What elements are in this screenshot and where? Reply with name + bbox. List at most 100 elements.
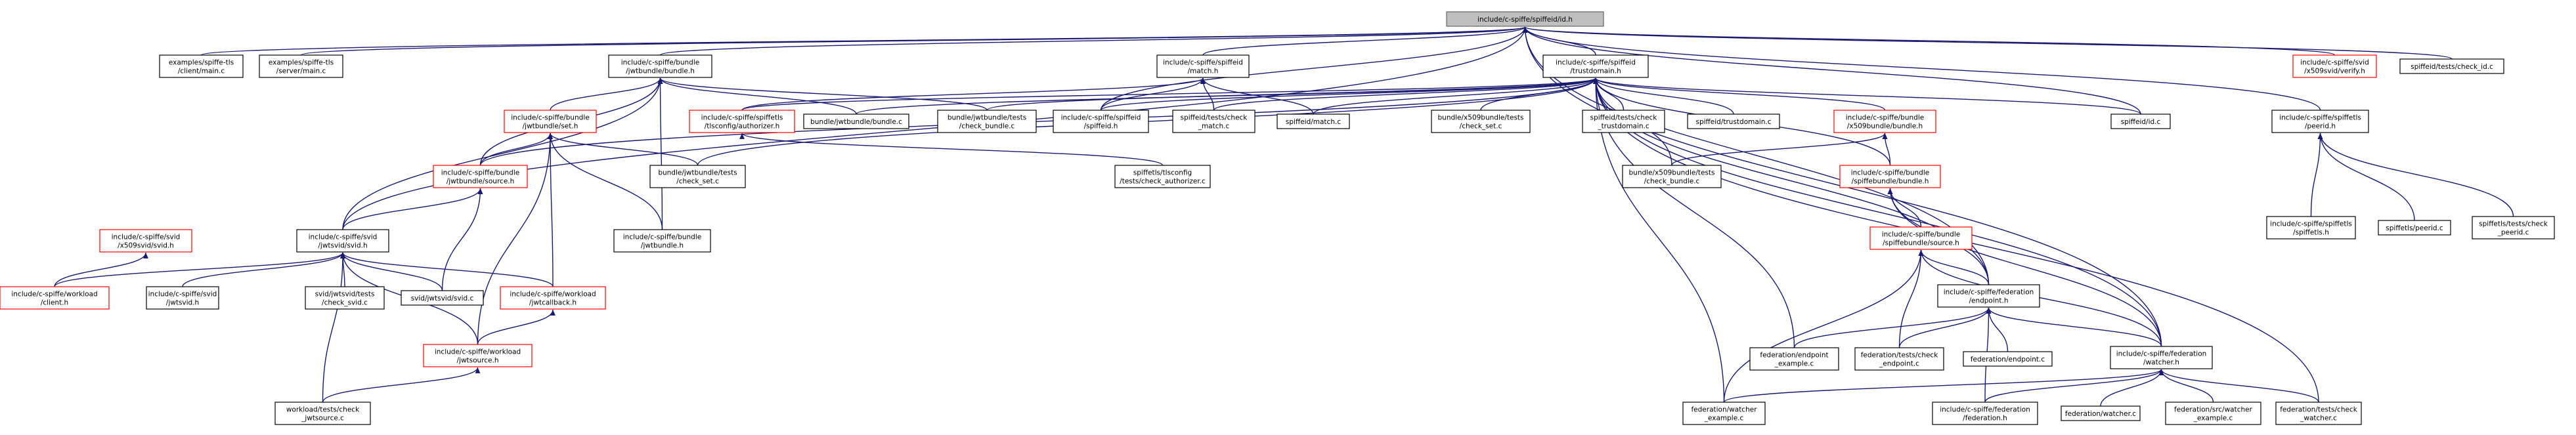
node-spiffebundle-h[interactable]: include/c-spiffe/bundle/spiffebundle/bun… <box>1839 165 1941 188</box>
node-label: include/c-spiffe/svid <box>309 234 378 241</box>
edge-check_watcher_c-to-watcher_h <box>2158 369 2319 403</box>
node-check-jwtsource-c[interactable]: workload/tests/check_jwtsource.c <box>274 402 371 425</box>
edge-watcher_h-to-endpoint_h <box>1986 307 2162 347</box>
edge-match_c-to-trustdomain_h <box>1313 77 1598 115</box>
node-ex-server[interactable]: examples/spiffe-tls/server/main.c <box>259 54 343 78</box>
node-spiffetls-h[interactable]: include/c-spiffe/spiffetls/spiffetls.h <box>2266 216 2356 239</box>
edge-federation_h-to-watcher_h <box>1984 369 2164 403</box>
node-label: /trustdomain.h <box>1570 68 1621 75</box>
edge-ex_server-to-root <box>300 26 1527 56</box>
node-box <box>1937 284 2040 308</box>
node-box <box>937 110 1037 133</box>
node-jwtbundle-set-h[interactable]: include/c-spiffe/bundle/jwtbundle/set.h <box>504 110 597 133</box>
node-jwtbundle-jwtbundle-h[interactable]: include/c-spiffe/bundle/jwtbundle.h <box>613 229 711 253</box>
node-x509bundle-h[interactable]: include/c-spiffe/bundle/x509bundle/bundl… <box>1833 110 1936 133</box>
node-check-watcher-c[interactable]: federation/tests/check_watcher.c <box>2275 402 2362 425</box>
node-check-id-c[interactable]: spiffeid/tests/check_id.c <box>2399 58 2504 74</box>
node-x509svid-verify-h[interactable]: include/c-spiffe/svid/x509svid/verify.h <box>2292 54 2377 78</box>
node-check-endpoint-c[interactable]: federation/tests/check_endpoint.c <box>1854 347 1944 371</box>
node-ex-client[interactable]: examples/spiffe-tls/client/main.c <box>159 54 244 78</box>
node-label: /tests/check_authorizer.c <box>1120 178 1206 186</box>
node-label: federation/endpoint <box>1760 352 1828 360</box>
node-match-c[interactable]: spiffeid/match.c <box>1277 114 1350 129</box>
node-root[interactable]: include/c-spiffe/spiffeid/id.h <box>1446 11 1604 27</box>
edge-watcher_example_c-to-trustdomain_h <box>1593 77 1725 403</box>
node-box <box>1446 11 1604 27</box>
node-id-c[interactable]: spiffeid/id.c <box>2110 114 2171 129</box>
edge-workload_client_h-to-x509svid_svid_h <box>54 252 148 287</box>
node-label: include/c-spiffe/spiffeid <box>1061 114 1141 122</box>
node-label: _example.c <box>1774 360 1814 368</box>
node-label: include/c-spiffe/spiffeid/id.h <box>1477 16 1573 24</box>
edge-id_c-to-trustdomain_h <box>1593 77 2141 115</box>
node-label: spiffeid/tests/check <box>1181 114 1248 122</box>
node-jwtsource-h[interactable]: include/c-spiffe/workload/jwtsource.h <box>423 344 533 367</box>
node-check-peerid-c[interactable]: spiffetls/tests/check_peerid.c <box>2472 216 2555 239</box>
node-box <box>2266 216 2356 239</box>
node-label: /spiffebundle/source.h <box>1883 239 1959 247</box>
node-box <box>2110 114 2171 129</box>
node-jwtsvid-h[interactable]: include/c-spiffe/svid/jwtsvid.h <box>146 286 219 310</box>
node-label: /server/main.c <box>276 68 326 75</box>
node-label: /x509svid/verify.h <box>2304 68 2365 75</box>
node-workload-client-h[interactable]: include/c-spiffe/workload/client.h <box>0 286 110 310</box>
node-watcher-c[interactable]: federation/watcher.c <box>2061 405 2141 421</box>
edge-match_c-to-match_h <box>1200 77 1314 115</box>
node-box <box>1869 226 1973 250</box>
node-box <box>2110 346 2213 369</box>
node-label: /check_bundle.c <box>1644 178 1700 186</box>
node-spiffeid-h[interactable]: include/c-spiffe/spiffeid/spiffeid.h <box>1053 110 1149 133</box>
node-endpoint-c[interactable]: federation/endpoint.c <box>1963 351 2053 367</box>
node-authorizer-h[interactable]: include/c-spiffe/spiffetls/tlsconfig/aut… <box>689 110 795 133</box>
node-check-match-c[interactable]: spiffeid/tests/check_match.c <box>1172 110 1255 133</box>
node-jwtbundle-h[interactable]: include/c-spiffe/bundle/jwtbundle/bundle… <box>608 54 712 78</box>
node-check-authorizer-c[interactable]: spiffetls/tlsconfig/tests/check_authoriz… <box>1114 165 1211 188</box>
node-box <box>1682 402 1766 425</box>
node-label: federation/watcher.c <box>2065 410 2136 418</box>
node-watcher-h[interactable]: include/c-spiffe/federation/watcher.h <box>2110 346 2213 369</box>
node-label: _example.c <box>1704 415 1744 423</box>
edge-jwtsvid_svid_c-to-jwtbundle_source_h <box>441 188 483 291</box>
node-trustdomain-h[interactable]: include/c-spiffe/spiffeid/trustdomain.h <box>1542 54 1649 78</box>
node-label: include/c-spiffe/svid <box>2300 59 2369 67</box>
node-check-bundle-c[interactable]: bundle/jwtbundle/tests/check_bundle.c <box>937 110 1037 133</box>
node-jwtbundle-source-h[interactable]: include/c-spiffe/bundle/jwtbundle/source… <box>433 165 528 188</box>
node-box <box>504 110 597 133</box>
node-x509-check-set-c[interactable]: bundle/x509bundle/tests/check_set.c <box>1431 110 1531 133</box>
node-jwt-check-set-c[interactable]: bundle/jwtbundle/tests/check_set.c <box>649 165 746 188</box>
node-endpoint-example-c[interactable]: federation/endpoint_example.c <box>1749 347 1839 371</box>
node-federation-h[interactable]: include/c-spiffe/federation/federation.h <box>1932 402 2038 425</box>
node-endpoint-h[interactable]: include/c-spiffe/federation/endpoint.h <box>1937 284 2040 308</box>
node-x509-check-bundle-c[interactable]: bundle/x509bundle/tests/check_bundle.c <box>1622 165 1722 188</box>
node-label: include/c-spiffe/bundle <box>1882 231 1960 239</box>
node-label: spiffetls/tlsconfig <box>1133 169 1192 177</box>
node-jwtsvid-svid-h[interactable]: include/c-spiffe/svid/jwtsvid/svid.h <box>296 229 389 253</box>
node-box <box>99 229 192 253</box>
node-peerid-h[interactable]: include/c-spiffe/spiffetls/peerid.h <box>2271 110 2369 133</box>
node-x509svid-svid-h[interactable]: include/c-spiffe/svid/x509svid/svid.h <box>99 229 192 253</box>
node-src-watcher-example-c[interactable]: federation/src/watcher_example.c <box>2165 402 2261 425</box>
node-label: workload/tests/check <box>286 406 360 414</box>
node-box <box>1431 110 1531 133</box>
node-box <box>274 402 371 425</box>
node-spiffebundle-source-h[interactable]: include/c-spiffe/bundle/spiffebundle/sou… <box>1869 226 1973 250</box>
node-match-h[interactable]: include/c-spiffe/spiffeid/match.h <box>1156 54 1250 78</box>
node-box <box>1854 347 1944 371</box>
node-label: _match.c <box>1198 123 1230 131</box>
node-check-trustdomain-c[interactable]: spiffeid/tests/check_trustdomain.c <box>1582 110 1665 133</box>
node-label: spiffeid/tests/check_id.c <box>2411 63 2493 71</box>
node-box <box>1622 165 1722 188</box>
node-peerid-c[interactable]: spiffetls/peerid.c <box>2378 220 2451 236</box>
node-trustdomain-c[interactable]: spiffeid/trustdomain.c <box>1687 114 1780 129</box>
node-label: include/c-spiffe/svid <box>112 234 181 241</box>
node-label: include/c-spiffe/workload <box>11 291 97 299</box>
edge-jwtsvid_svid_h-to-root <box>342 26 1528 230</box>
node-watcher-example-c[interactable]: federation/watcher_example.c <box>1682 402 1766 425</box>
node-jwtbundle-bundle-c[interactable]: bundle/jwtbundle/bundle.c <box>803 114 909 129</box>
node-jwtsvid-svid-c[interactable]: svid/jwtsvid/svid.c <box>401 290 484 306</box>
edge-endpoint_h-to-spiffebundle_source_h <box>1918 249 1990 285</box>
node-jwtcallback-h[interactable]: include/c-spiffe/workload/jwtcallback.h <box>500 286 606 310</box>
node-check-svid-c[interactable]: svid/jwtsvid/tests/check_svid.c <box>305 286 385 310</box>
node-label: include/c-spiffe/bundle <box>623 234 701 241</box>
